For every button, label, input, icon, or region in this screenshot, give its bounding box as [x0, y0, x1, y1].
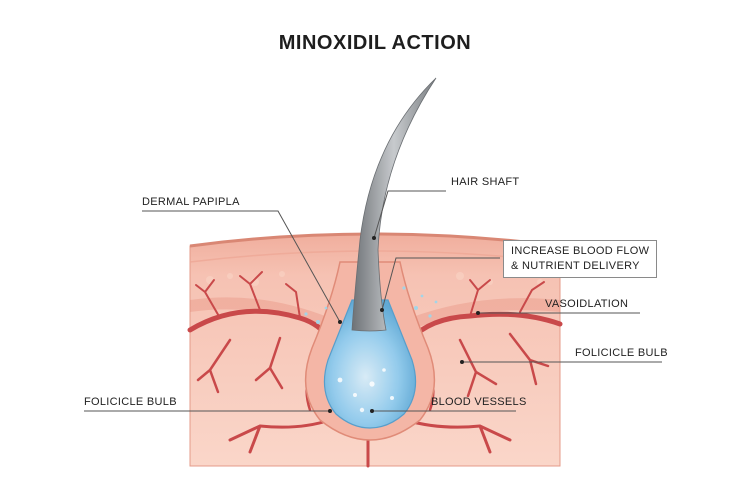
blood-vessels-label: BLOOD VESSELS: [431, 396, 527, 408]
increase-blood-flow-box: INCREASE BLOOD FLOW & NUTRIENT DELIVERY: [503, 240, 658, 278]
leader-lines: [84, 190, 662, 412]
hair-shaft-label: HAIR SHAFT: [451, 176, 520, 188]
leader-dots: [328, 236, 480, 413]
follicle: [304, 261, 438, 441]
vasodilation-label: VASOIDLATION: [545, 298, 629, 310]
dermal-papilla-label: DERMAL PAPIPLA: [142, 196, 240, 208]
follicle-bulb-right-label: FOLICICLE BULB: [575, 347, 668, 359]
page-title: MINOXIDIL ACTION: [278, 32, 472, 54]
increase-blood-flow-line1: INCREASE BLOOD FLOW: [511, 245, 650, 257]
follicle-bulb-left-label: FOLICICLE BULB: [84, 396, 177, 408]
increase-blood-flow-line2: & NUTRIENT DELIVERY: [511, 260, 640, 272]
hair-shaft: [351, 77, 437, 332]
